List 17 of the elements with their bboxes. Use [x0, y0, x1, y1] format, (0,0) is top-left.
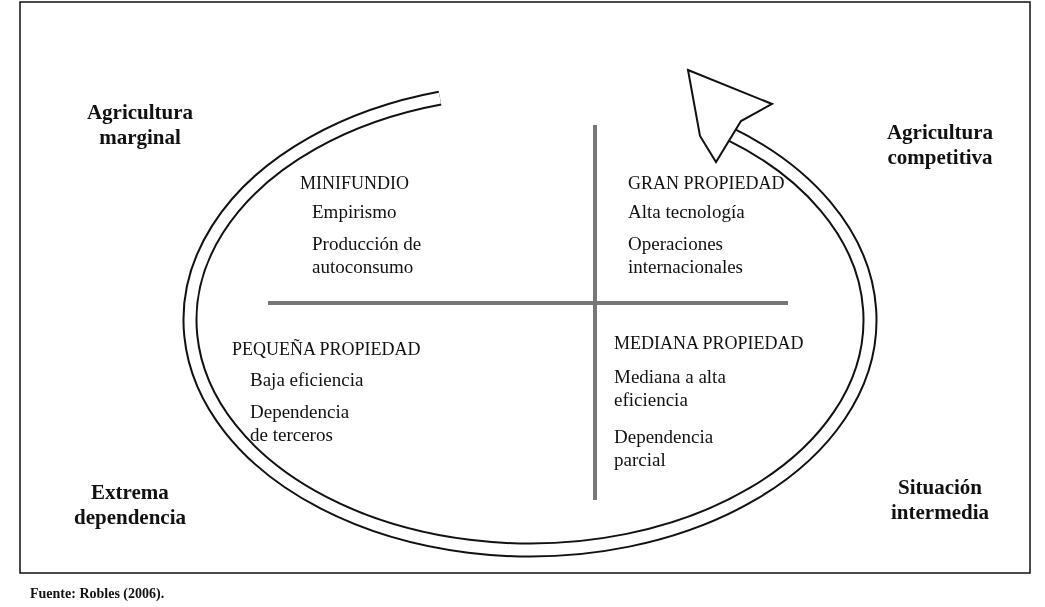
quadrant-heading: PEQUEÑA PROPIEDAD: [232, 338, 422, 361]
trait-text: Producción de autoconsumo: [312, 232, 423, 278]
trait-text: Alta tecnología: [628, 200, 746, 223]
trait-text: Dependencia de terceros: [250, 400, 351, 446]
trait-text: Mediana a alta eficiencia: [614, 365, 727, 411]
corner-label: Situación intermedia: [890, 475, 990, 525]
trait-text: Dependencia parcial: [614, 425, 715, 471]
source-caption: Fuente: Robles (2006).: [30, 585, 165, 603]
corner-label: Agricultura competitiva: [885, 120, 995, 170]
quadrant-heading: MINIFUNDIO: [300, 172, 410, 195]
corner-label: Extrema dependencia: [73, 480, 187, 530]
quadrant-heading: MEDIANA PROPIEDAD: [614, 332, 805, 355]
trait-text: Empirismo: [312, 200, 398, 223]
corner-label: Agricultura marginal: [85, 100, 195, 150]
trait-text: Operaciones internacionales: [628, 232, 744, 278]
trait-text: Baja eficiencia: [250, 368, 365, 391]
quadrant-heading: GRAN PROPIEDAD: [628, 172, 786, 195]
